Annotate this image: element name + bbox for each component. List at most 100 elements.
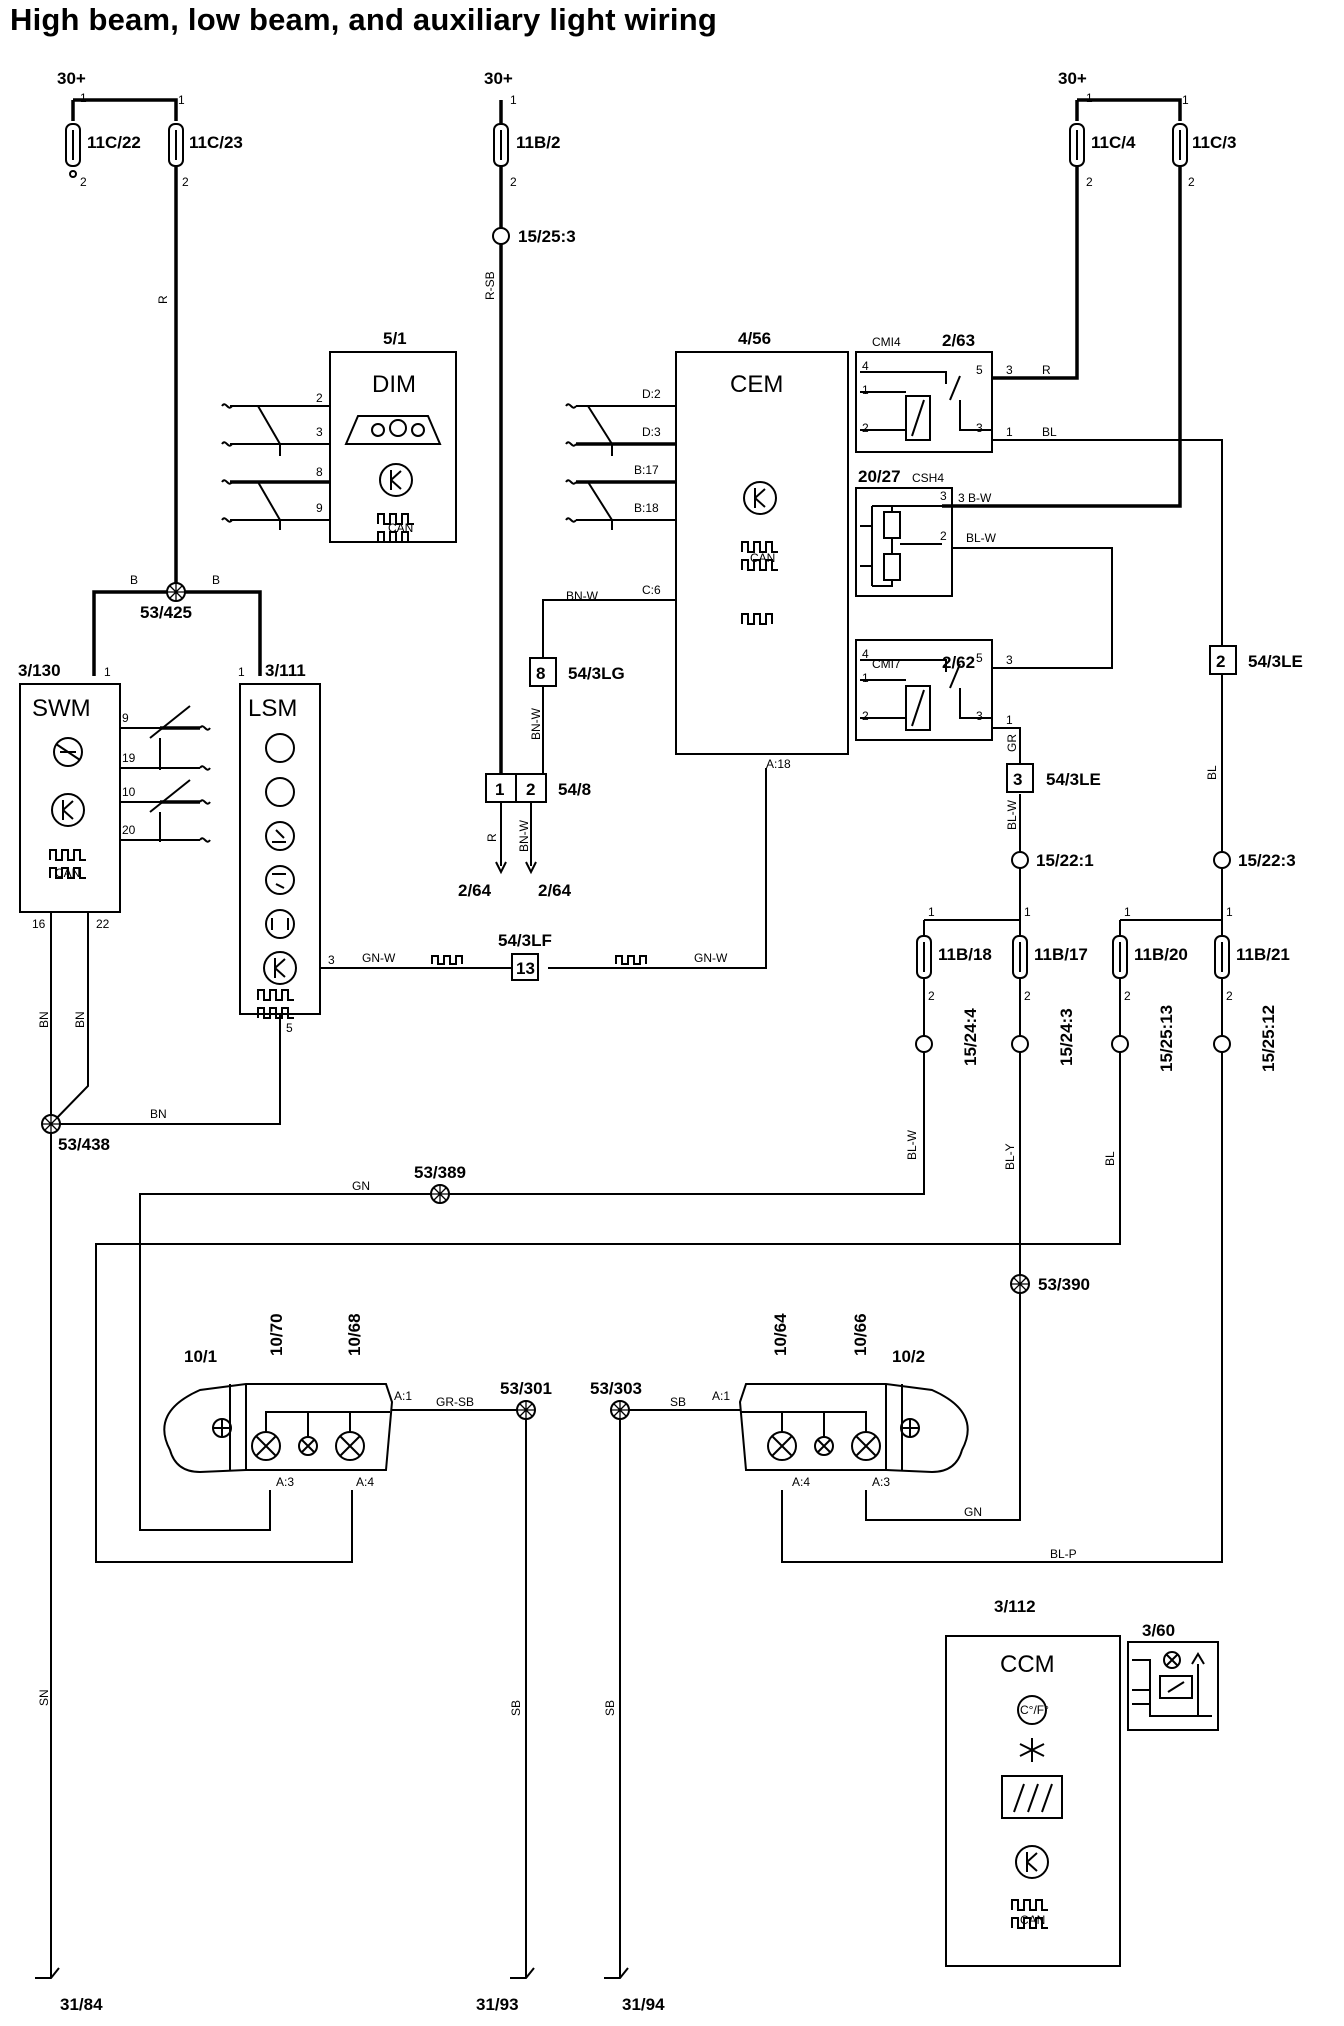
svg-text:SN: SN	[37, 1689, 51, 1706]
relay-2-62: CMI7 2/62 41 25 3	[855, 639, 993, 741]
svg-text:10/68: 10/68	[345, 1313, 364, 1356]
svg-text:54/3LE: 54/3LE	[1046, 770, 1101, 789]
svg-text:B:17: B:17	[634, 463, 659, 477]
supply-label: 30+	[57, 69, 86, 88]
svg-text:B:18: B:18	[634, 501, 659, 515]
svg-text:R-SB: R-SB	[483, 271, 497, 300]
svg-text:1: 1	[104, 665, 111, 679]
lamp-feed-wires: BL-W GN 53/389 BL BL-Y 53/390 GN BL-P	[95, 1052, 1223, 1563]
svg-text:30+: 30+	[1058, 69, 1087, 88]
svg-text:31/94: 31/94	[622, 1995, 665, 2014]
svg-text:2: 2	[1086, 175, 1093, 189]
svg-text:SWM: SWM	[32, 695, 91, 722]
svg-text:3/111: 3/111	[265, 661, 306, 680]
svg-text:22: 22	[96, 917, 110, 931]
svg-text:BN-W: BN-W	[566, 589, 599, 603]
svg-text:10: 10	[122, 785, 136, 799]
svg-text:31/93: 31/93	[476, 1995, 519, 2014]
svg-text:1: 1	[495, 780, 504, 799]
svg-text:4: 4	[862, 359, 869, 373]
supply-group-center: 30+ 1 11B/2 2 15/25:3 R-SB	[483, 69, 576, 774]
svg-text:CAN: CAN	[750, 551, 775, 565]
svg-text:A:3: A:3	[276, 1475, 294, 1489]
svg-text:BL-W: BL-W	[1005, 799, 1019, 830]
svg-text:15/25:3: 15/25:3	[518, 227, 576, 246]
svg-text:3: 3	[1006, 653, 1013, 667]
svg-text:11B/18: 11B/18	[938, 945, 992, 964]
svg-text:A:1: A:1	[712, 1389, 730, 1403]
fuse-label: 11C/22	[87, 133, 141, 152]
wire-color-label: R	[156, 295, 170, 304]
svg-text:BL: BL	[1205, 765, 1219, 780]
svg-text:53/303: 53/303	[590, 1379, 642, 1398]
svg-text:11C/3: 11C/3	[1192, 133, 1236, 152]
supply-group-left: 30+ 1 1 11C/22 11C/23 2 2 R	[57, 69, 243, 592]
dim-module: 5/1 DIM CAN 2 3 8 9	[221, 329, 457, 543]
svg-text:BL: BL	[1103, 1151, 1117, 1166]
svg-text:3: 3	[316, 425, 323, 439]
svg-text:11B/2: 11B/2	[516, 133, 560, 152]
svg-text:2: 2	[182, 175, 189, 189]
svg-text:3/60: 3/60	[1142, 1621, 1175, 1640]
svg-text:1: 1	[1124, 905, 1131, 919]
svg-text:R: R	[485, 833, 499, 842]
terminal-54-8: 1 2 54/8 R BN-W 2/64 2/64	[458, 773, 591, 900]
svg-text:D:2: D:2	[642, 387, 661, 401]
relay-2-63: CMI4 2/63 41 25 3	[855, 331, 993, 453]
svg-text:3: 3	[1013, 770, 1022, 789]
svg-text:1: 1	[1006, 713, 1013, 727]
page-title: High beam, low beam, and auxiliary light…	[10, 2, 718, 37]
svg-text:CSH4: CSH4	[912, 471, 944, 485]
svg-text:54/3LE: 54/3LE	[1248, 652, 1303, 671]
svg-text:BL-Y: BL-Y	[1003, 1143, 1017, 1170]
svg-text:B: B	[212, 573, 220, 587]
svg-text:B-W: B-W	[968, 491, 992, 505]
svg-text:1: 1	[80, 91, 87, 105]
svg-text:19: 19	[122, 751, 136, 765]
svg-text:D:3: D:3	[642, 425, 661, 439]
svg-text:11C/4: 11C/4	[1091, 133, 1136, 152]
svg-text:A:4: A:4	[792, 1475, 810, 1489]
svg-text:C:6: C:6	[642, 583, 661, 597]
svg-text:16: 16	[32, 917, 46, 931]
svg-text:A:18: A:18	[766, 757, 791, 771]
svg-text:54/8: 54/8	[558, 780, 591, 799]
svg-text:53/438: 53/438	[58, 1135, 110, 1154]
splice-53-425: B B 53/425	[92, 573, 262, 676]
svg-text:BN: BN	[73, 1011, 87, 1028]
svg-text:9: 9	[122, 711, 129, 725]
svg-text:1: 1	[1086, 91, 1093, 105]
supply-group-right: 30+ 1 1 11C/4 11C/3 2 2 3 R 3 B-W	[942, 69, 1236, 508]
terminal-54-3lg: 8 54/3LG BN-W BN-W	[529, 589, 676, 774]
svg-text:8: 8	[536, 664, 545, 683]
svg-text:1: 1	[862, 671, 869, 685]
svg-text:15/25:13: 15/25:13	[1157, 1005, 1176, 1072]
svg-text:3: 3	[958, 491, 965, 505]
svg-text:SB: SB	[603, 1700, 617, 1716]
svg-text:2/63: 2/63	[942, 331, 975, 350]
svg-text:2: 2	[940, 529, 947, 543]
svg-text:2: 2	[526, 780, 535, 799]
svg-text:A:3: A:3	[872, 1475, 890, 1489]
svg-text:3/112: 3/112	[994, 1597, 1036, 1616]
svg-text:CAN: CAN	[388, 521, 413, 535]
svg-text:15/22:3: 15/22:3	[1238, 851, 1296, 870]
swm-module: 3/130 1 SWM CAN 9 19 10 20 16 22	[18, 661, 211, 931]
svg-text:53/389: 53/389	[414, 1163, 466, 1182]
svg-text:10/70: 10/70	[267, 1313, 286, 1356]
svg-text:C°/F°: C°/F°	[1020, 1703, 1049, 1717]
svg-text:30+: 30+	[484, 69, 513, 88]
svg-text:BN-W: BN-W	[517, 819, 531, 852]
svg-text:11B/20: 11B/20	[1134, 945, 1188, 964]
svg-text:13: 13	[516, 959, 535, 978]
svg-text:3: 3	[976, 709, 983, 723]
svg-text:2: 2	[510, 175, 517, 189]
svg-text:GN: GN	[964, 1505, 982, 1519]
svg-text:54/3LG: 54/3LG	[568, 664, 625, 683]
svg-text:1: 1	[928, 905, 935, 919]
svg-text:2/64: 2/64	[538, 881, 572, 900]
svg-text:54/3LF: 54/3LF	[498, 931, 552, 950]
svg-text:10/2: 10/2	[892, 1347, 925, 1366]
svg-text:1: 1	[1024, 905, 1031, 919]
